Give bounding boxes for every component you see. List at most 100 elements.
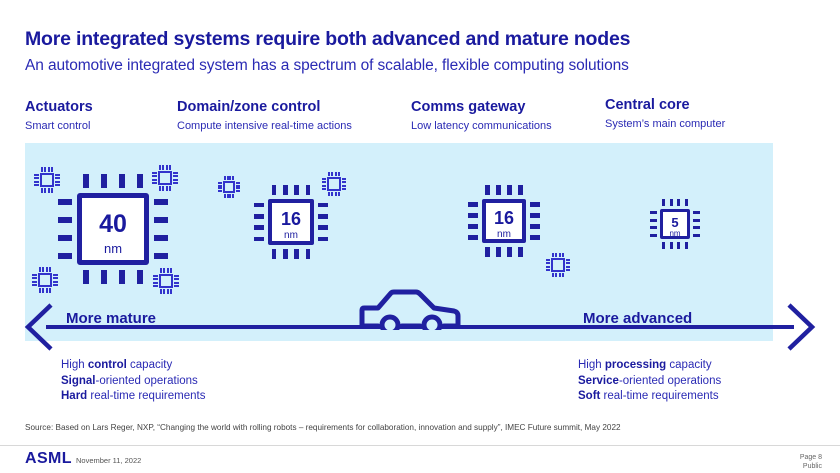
- page-subtitle: An automotive integrated system has a sp…: [25, 57, 629, 74]
- bullet-line: High processing capacity: [578, 358, 721, 374]
- mini-chip-pin: [170, 268, 173, 273]
- mini-chip-pin: [546, 265, 551, 268]
- chip-pin: [669, 242, 673, 249]
- chip-pin: [154, 234, 168, 241]
- mini-chip-pin: [328, 172, 331, 177]
- mini-chip-pin: [561, 272, 564, 277]
- mini-chip-pin: [169, 186, 172, 191]
- mini-chip-pin: [174, 274, 179, 277]
- mini-chip-body: [39, 172, 55, 188]
- mini-chip-pin: [173, 178, 178, 181]
- mini-chip-pin: [236, 184, 240, 187]
- mini-chip-pin: [34, 177, 39, 180]
- mini-chip-pin: [42, 267, 45, 272]
- chip-pin: [468, 213, 478, 218]
- mini-chip-pin: [51, 167, 54, 172]
- mini-chip-pin: [322, 187, 327, 190]
- mini-chip-pin: [218, 184, 222, 187]
- mini-chip-pin: [565, 268, 570, 271]
- column-header-domain-zone-control: Domain/zone control Compute intensive re…: [177, 99, 352, 133]
- bullet-emphasis: Hard: [61, 390, 88, 402]
- chip-pin: [271, 185, 277, 195]
- mini-chip-pin: [55, 173, 60, 176]
- chip-pin: [530, 235, 540, 240]
- chip-pin: [101, 174, 108, 188]
- mini-chip-pin: [153, 274, 158, 277]
- mini-chip-pin: [552, 272, 555, 277]
- chip-node-unit: nm: [497, 229, 511, 240]
- footer-date: November 11, 2022: [76, 456, 142, 465]
- chip-node-value: 16: [280, 209, 302, 229]
- mini-chip-pin: [341, 181, 346, 184]
- chip-pin: [693, 233, 700, 237]
- chip-pin: [518, 185, 523, 195]
- chip-pin: [58, 252, 72, 259]
- page-title: More integrated systems require both adv…: [25, 28, 631, 50]
- mini-chip-pin: [334, 172, 337, 177]
- mini-chip-pin: [53, 277, 58, 280]
- spectrum-label-left: More mature: [66, 310, 157, 327]
- chip-pin: [154, 252, 168, 259]
- mini-chip-pin: [174, 285, 179, 288]
- mini-chip-icon: [322, 172, 346, 196]
- mini-chip-pin: [236, 190, 240, 193]
- chip-node-value: 5: [671, 215, 679, 230]
- chip-pin: [693, 226, 700, 230]
- mini-chip-pin: [32, 284, 37, 287]
- mini-chip-pin: [152, 171, 157, 174]
- mini-chip-pin: [322, 181, 327, 184]
- mini-chip-body: [157, 170, 173, 186]
- bullet-text: capacity: [126, 359, 173, 371]
- mini-chip-pin: [565, 265, 570, 268]
- chip-pin: [518, 247, 523, 257]
- mini-chip-pin: [153, 281, 158, 284]
- mini-chip-pin: [32, 277, 37, 280]
- chip-pin: [254, 214, 264, 219]
- diagram-panel: [25, 143, 773, 341]
- mini-chip-pin: [32, 280, 37, 283]
- chip-pin: [318, 202, 328, 208]
- bullet-emphasis: Service: [578, 374, 619, 387]
- chip-body: 5 nm: [660, 209, 690, 239]
- column-subtext: Smart control: [25, 120, 91, 132]
- column-heading: Comms gateway: [411, 99, 526, 115]
- chip-pin: [254, 236, 264, 242]
- page-number: Page 8: [799, 454, 822, 461]
- chip-pin: [318, 236, 328, 242]
- mini-chip-pin: [47, 188, 50, 193]
- chip-node-unit: nm: [669, 229, 681, 238]
- mini-chip-pin: [53, 284, 58, 287]
- mini-chip-pin: [546, 268, 551, 271]
- mini-chip-pin: [174, 278, 179, 281]
- bullet-text: -oriented operations: [618, 374, 722, 387]
- mini-chip-pin: [337, 191, 340, 196]
- mini-chip-pin: [163, 268, 166, 273]
- mini-chip-pin: [152, 175, 157, 178]
- mini-chip-pin: [232, 194, 235, 198]
- bullets-mature: High control capacity Signal-oriented op…: [61, 358, 205, 405]
- chip-pin: [669, 199, 673, 206]
- chip-pin: [271, 249, 277, 259]
- chip-pin: [485, 185, 490, 195]
- mini-chip-pin: [44, 167, 47, 172]
- bullet-emphasis: Signal: [61, 374, 96, 387]
- mini-chip-pin: [322, 178, 327, 181]
- chip-pin: [136, 270, 143, 284]
- mini-chip-pin: [51, 188, 54, 193]
- chip-pin: [684, 242, 688, 249]
- column-header-comms-gateway: Comms gateway Low latency communications: [411, 99, 552, 133]
- mini-chip-pin: [546, 259, 551, 262]
- chip-pin: [468, 224, 478, 229]
- chip-node-unit: nm: [103, 241, 123, 256]
- mini-chip-pin: [341, 184, 346, 187]
- mini-chip-icon: [152, 165, 178, 191]
- mini-chip-pin: [49, 267, 52, 272]
- mini-chip-pin: [153, 278, 158, 281]
- chip-pin: [677, 199, 681, 206]
- chip-pin: [101, 270, 108, 284]
- chip-pin: [507, 185, 512, 195]
- bullet-emphasis: Soft: [578, 390, 601, 402]
- bullet-line: High control capacity: [61, 358, 205, 374]
- mini-chip-pin: [218, 190, 222, 193]
- mini-chip-pin: [165, 186, 168, 191]
